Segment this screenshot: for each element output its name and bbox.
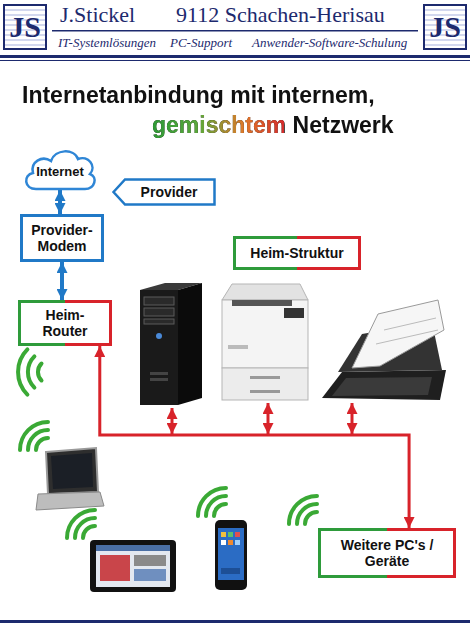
network-box: Weitere PC's / Geräte: [318, 528, 456, 578]
network-box: Heim-Router: [18, 300, 112, 346]
footer-rule: [0, 620, 470, 623]
node-label: Provider: [114, 184, 214, 200]
node-label: Provider-Modem: [25, 222, 99, 254]
wifi-waves: [67, 510, 95, 538]
network-box: Heim-Struktur: [233, 236, 361, 270]
home-network-link: [100, 346, 409, 528]
service-text: IT-Systemlösungen: [58, 35, 156, 51]
network-box: Provider-Modem: [20, 214, 104, 262]
logo-mark: JS: [423, 4, 467, 50]
scanner-illustration: [322, 300, 446, 400]
node-label: Internet: [25, 157, 95, 180]
wifi-waves: [18, 349, 41, 394]
service-text: PC-Support: [170, 35, 232, 51]
provider-link: [58, 190, 62, 214]
cloud-node: Internet: [22, 146, 98, 190]
company-address: 9112 Schachen-Herisau: [176, 2, 385, 28]
tablet-illustration: [90, 540, 176, 592]
smartphone-illustration: [215, 520, 247, 590]
wifi-waves: [20, 422, 48, 450]
printer-illustration: [222, 284, 308, 400]
header-rule: [52, 30, 418, 32]
diagram-title: Internetanbindung mit internem, gemischt…: [22, 80, 422, 140]
device-tap-arrow: [172, 403, 352, 434]
wifi-waves: [289, 496, 317, 524]
node-label: Heim-Router: [34, 307, 96, 339]
pc-tower-illustration: [140, 283, 202, 405]
company-name: J.Stickel: [60, 2, 135, 28]
header-rule: [0, 55, 470, 58]
wifi-waves: [198, 488, 226, 516]
tag-shape: [114, 180, 215, 205]
node-label: Weitere PC's / Geräte: [335, 537, 439, 569]
node-label: Heim-Struktur: [237, 245, 357, 261]
callout-tag: Provider: [112, 178, 216, 206]
laptop-illustration: [36, 448, 104, 510]
provider-link: [60, 262, 64, 300]
service-text: Anwender-Software-Schulung: [252, 35, 407, 51]
header-rule: [0, 60, 470, 61]
logo-mark: JS: [3, 4, 47, 50]
